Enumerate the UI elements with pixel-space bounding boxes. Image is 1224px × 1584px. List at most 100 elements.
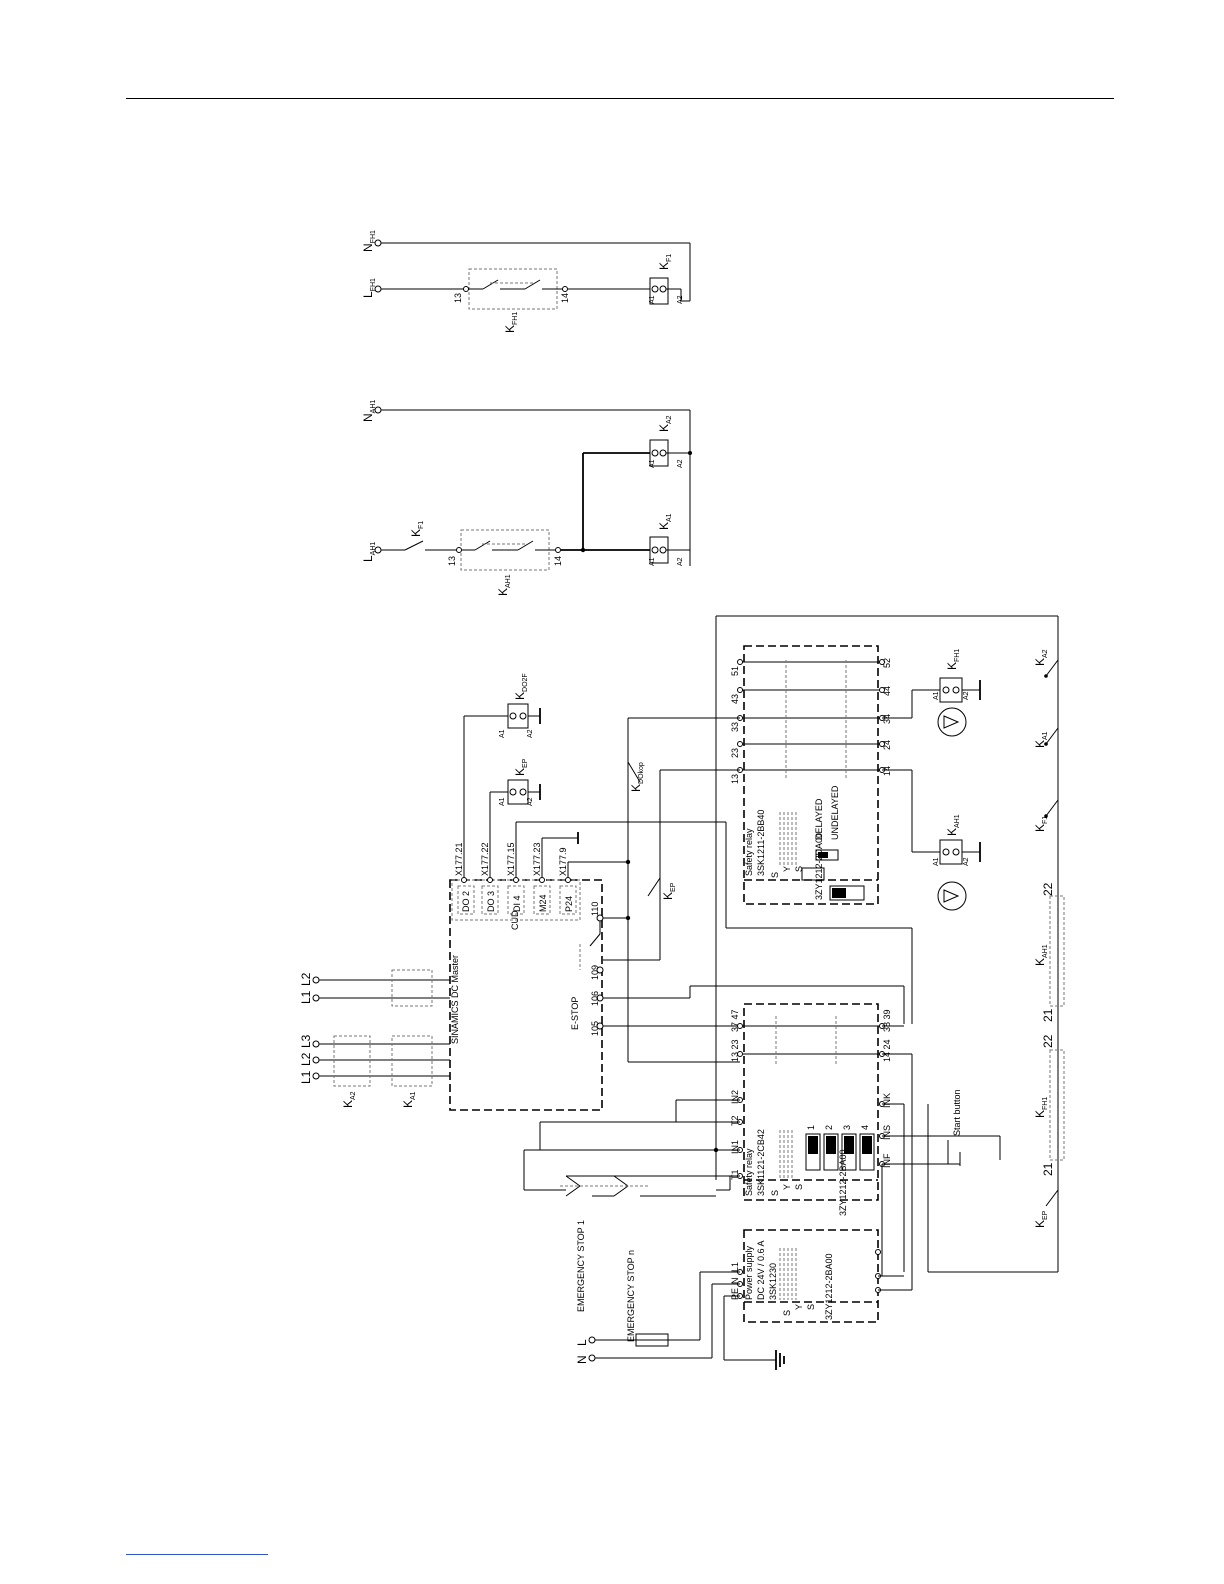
ka2-coil-label: KA2 [657,415,673,432]
start-button-label: Start button [952,1089,962,1136]
svg-text:A1: A1 [499,797,506,806]
kf1-series-label: KF1 [409,521,425,537]
mains-contactors [312,969,450,1087]
svg-text:Y: Y [782,1184,792,1190]
lower-l1: L1 [299,1070,313,1084]
kep-coil-label: KEP [513,758,529,776]
x177-9: X177.9 [558,847,568,876]
relay1-delayed: DELAYED [814,798,824,840]
r2-tt1: T1 [730,1169,740,1180]
svg-text:A1: A1 [499,729,506,738]
main-circuit: SINAMICS DC Master CUD DO 2 DO 3 DI 4 M2… [299,615,1065,1370]
right-kah1: KAH1 [1033,944,1049,966]
svg-text:S: S [806,1304,816,1310]
r2-t1323: 13 23 [730,1039,740,1062]
ka1-a1-label: A1 [649,557,656,566]
r2-b1424: 14 24 [882,1039,892,1062]
master-label: SINAMICS DC Master [450,955,460,1044]
right-n22a: 22 [1041,882,1055,896]
psu-spec: DC 24V / 0.6 A [756,1240,766,1300]
relay1-contacts [737,659,885,778]
svg-text:A2: A2 [963,857,970,866]
ka1-coil-label: KA1 [657,513,673,530]
svg-text:S: S [770,1190,780,1196]
fuse [635,1333,669,1347]
x177-23: X177.23 [532,842,542,876]
svg-text:3: 3 [842,1125,852,1130]
right-kf1: KF1 [1033,816,1049,832]
relay1-title: Safety relay [744,828,754,876]
cud-m24: M24 [538,894,548,912]
estop-106: 106 [590,991,600,1006]
kah1-13-label: 13 [447,556,457,566]
kf1-a2-label: A2 [677,295,684,304]
ka1-label: KA1 [401,1091,417,1108]
svg-text:2: 2 [824,1125,834,1130]
r2-t3747: 37 47 [730,1009,740,1032]
terminal-lfh1 [374,285,382,293]
r1-t51: 51 [730,666,740,676]
relay2-dip-switches [805,1133,875,1171]
estopn-label: EMERGENCY STOP n [626,1250,636,1342]
relay1-part: 3SK1211-2BB40 [756,810,766,876]
relay1-undelayed: UNDELAYED [830,785,840,840]
psu-n: N [730,1278,740,1285]
psu-module: 3ZY1212-2BA00 [824,1253,834,1320]
cud-di4: DI 4 [512,895,522,912]
kah1-label: KAH1 [496,574,512,596]
x177-21: X177.21 [454,842,464,876]
relay1-switch [815,849,839,861]
ka2-a1-label: A1 [649,459,656,468]
footer-rule [126,1554,268,1555]
psu-pe: PE [730,1288,740,1300]
svg-text:1: 1 [806,1125,816,1130]
ka2-label: KA2 [341,1091,357,1108]
right-kep: KEP [1033,1210,1049,1228]
right-n22b: 22 [1041,1034,1055,1048]
psu-l1: L1 [730,1262,740,1272]
r2-b3839: 38 39 [882,1009,892,1032]
r2-tin1: IN1 [730,1140,740,1154]
cud-box [451,879,581,921]
r1-t43: 43 [730,694,740,704]
terminal-nfh1 [374,239,382,247]
kfh1-14-label: 14 [560,293,570,303]
kfh1-coil-label: KFH1 [945,649,961,670]
kah1-14-label: 14 [553,556,563,566]
r2-bink: INK [882,1093,892,1108]
r1-b34: 34 [882,714,892,724]
mains-n-label: N [575,1355,589,1364]
upper-l2: L2 [299,972,313,986]
kf1-coil-label: KF1 [657,254,673,270]
svg-text:A2: A2 [963,691,970,700]
r2-tin2: IN2 [730,1090,740,1104]
cud-p24: P24 [564,896,574,912]
kfh1-label: KFH1 [503,312,519,333]
right-ka2: KA2 [1033,649,1049,666]
svg-text:A2: A2 [527,729,534,738]
kep-contact-label: KEP [661,882,677,900]
cud-label: CUD [510,910,520,930]
nah1-label: NAH1 [361,400,377,422]
estop-109: 109 [590,965,600,980]
svg-text:S: S [782,1310,792,1316]
r1-t13: 13 [730,774,740,784]
r1-b44: 44 [882,686,892,696]
relay2-contacts [628,1016,912,1179]
r1-t33: 33 [730,722,740,732]
relay1-module: 3ZY1212-2DA00 [814,833,824,900]
kdokop-label: KDOkop [629,762,645,792]
upper-l1: L1 [299,990,313,1004]
kfh1-right-block [1049,1049,1065,1161]
kah1-coil-label: KAH1 [945,814,961,836]
r1-b24: 24 [882,740,892,750]
estop-105: 105 [590,1021,600,1036]
nfh1-label: NFH1 [361,230,377,252]
circuit-kf1: NFH1 LFH1 13 14 KFH1 KF1 A1 A2 [361,230,691,333]
lower-l2: L2 [299,1052,313,1066]
right-n21b: 21 [1041,1162,1055,1176]
ka1-a2-label: A2 [677,557,684,566]
svg-text:Y: Y [794,1304,804,1310]
r2-tt2: T2 [730,1115,740,1126]
svg-text:S: S [794,1184,804,1190]
